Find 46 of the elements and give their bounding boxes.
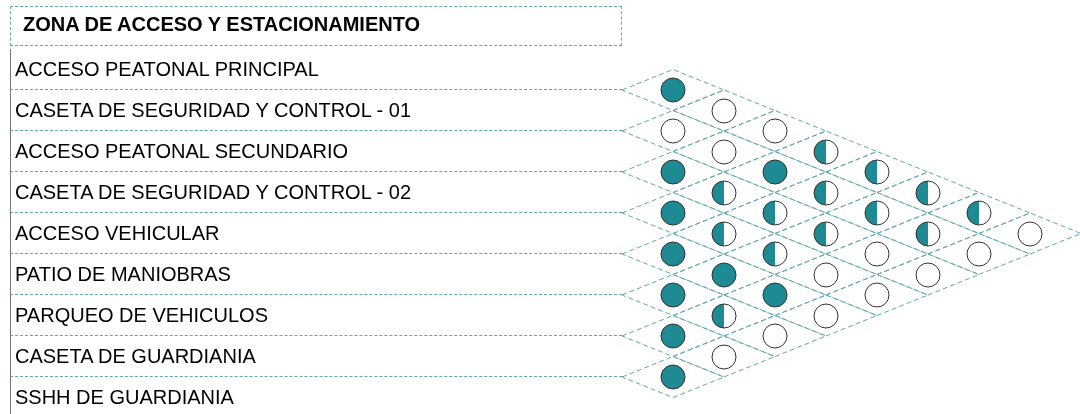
space-label: CASETA DE SEGURIDAD Y CONTROL - 02 [10, 172, 622, 213]
empty-circle-symbol [813, 302, 839, 329]
full-circle-symbol [660, 159, 686, 185]
zone-title: ZONA DE ACCESO Y ESTACIONAMIENTO [10, 6, 622, 46]
half-circle-symbol [711, 302, 737, 329]
empty-circle-symbol [762, 323, 788, 349]
space-label: PARQUEO DE VEHICULOS [10, 295, 622, 336]
empty-circle-symbol [864, 241, 890, 267]
half-circle-symbol [864, 200, 890, 226]
half-circle-symbol [813, 138, 839, 165]
full-circle-symbol [660, 364, 686, 390]
full-circle-symbol [762, 159, 788, 185]
space-label: CASETA DE GUARDIANIA [10, 336, 622, 377]
half-circle-symbol [915, 179, 941, 206]
half-circle-symbol [711, 179, 737, 206]
full-circle-symbol [660, 282, 686, 308]
full-circle-symbol [762, 282, 788, 308]
half-circle-symbol [762, 200, 788, 226]
space-label: ACCESO VEHICULAR [10, 213, 622, 254]
space-label: CASETA DE SEGURIDAD Y CONTROL - 01 [10, 90, 622, 131]
full-circle-symbol [660, 77, 686, 103]
space-label: PATIO DE MANIOBRAS [10, 254, 622, 295]
half-circle-symbol [711, 220, 737, 247]
half-circle-symbol [762, 241, 788, 267]
space-label: ACCESO PEATONAL PRINCIPAL [10, 49, 622, 90]
empty-circle-symbol [915, 261, 941, 288]
empty-circle-symbol [864, 282, 890, 308]
full-circle-symbol [660, 200, 686, 226]
space-label: ACCESO PEATONAL SECUNDARIO [10, 131, 622, 172]
half-circle-symbol [813, 179, 839, 206]
space-label: SSHH DE GUARDIANIA [10, 377, 622, 414]
half-circle-symbol [915, 220, 941, 247]
full-circle-symbol [660, 323, 686, 349]
empty-circle-symbol [711, 343, 737, 370]
empty-circle-symbol [711, 97, 737, 124]
empty-circle-symbol [1017, 220, 1043, 247]
empty-circle-symbol [966, 241, 992, 267]
empty-circle-symbol [813, 261, 839, 288]
empty-circle-symbol [660, 118, 686, 144]
empty-circle-symbol [762, 118, 788, 144]
half-circle-symbol [864, 159, 890, 185]
half-circle-symbol [966, 200, 992, 226]
full-circle-symbol [660, 241, 686, 267]
full-circle-symbol [711, 261, 737, 288]
empty-circle-symbol [711, 138, 737, 165]
half-circle-symbol [813, 220, 839, 247]
